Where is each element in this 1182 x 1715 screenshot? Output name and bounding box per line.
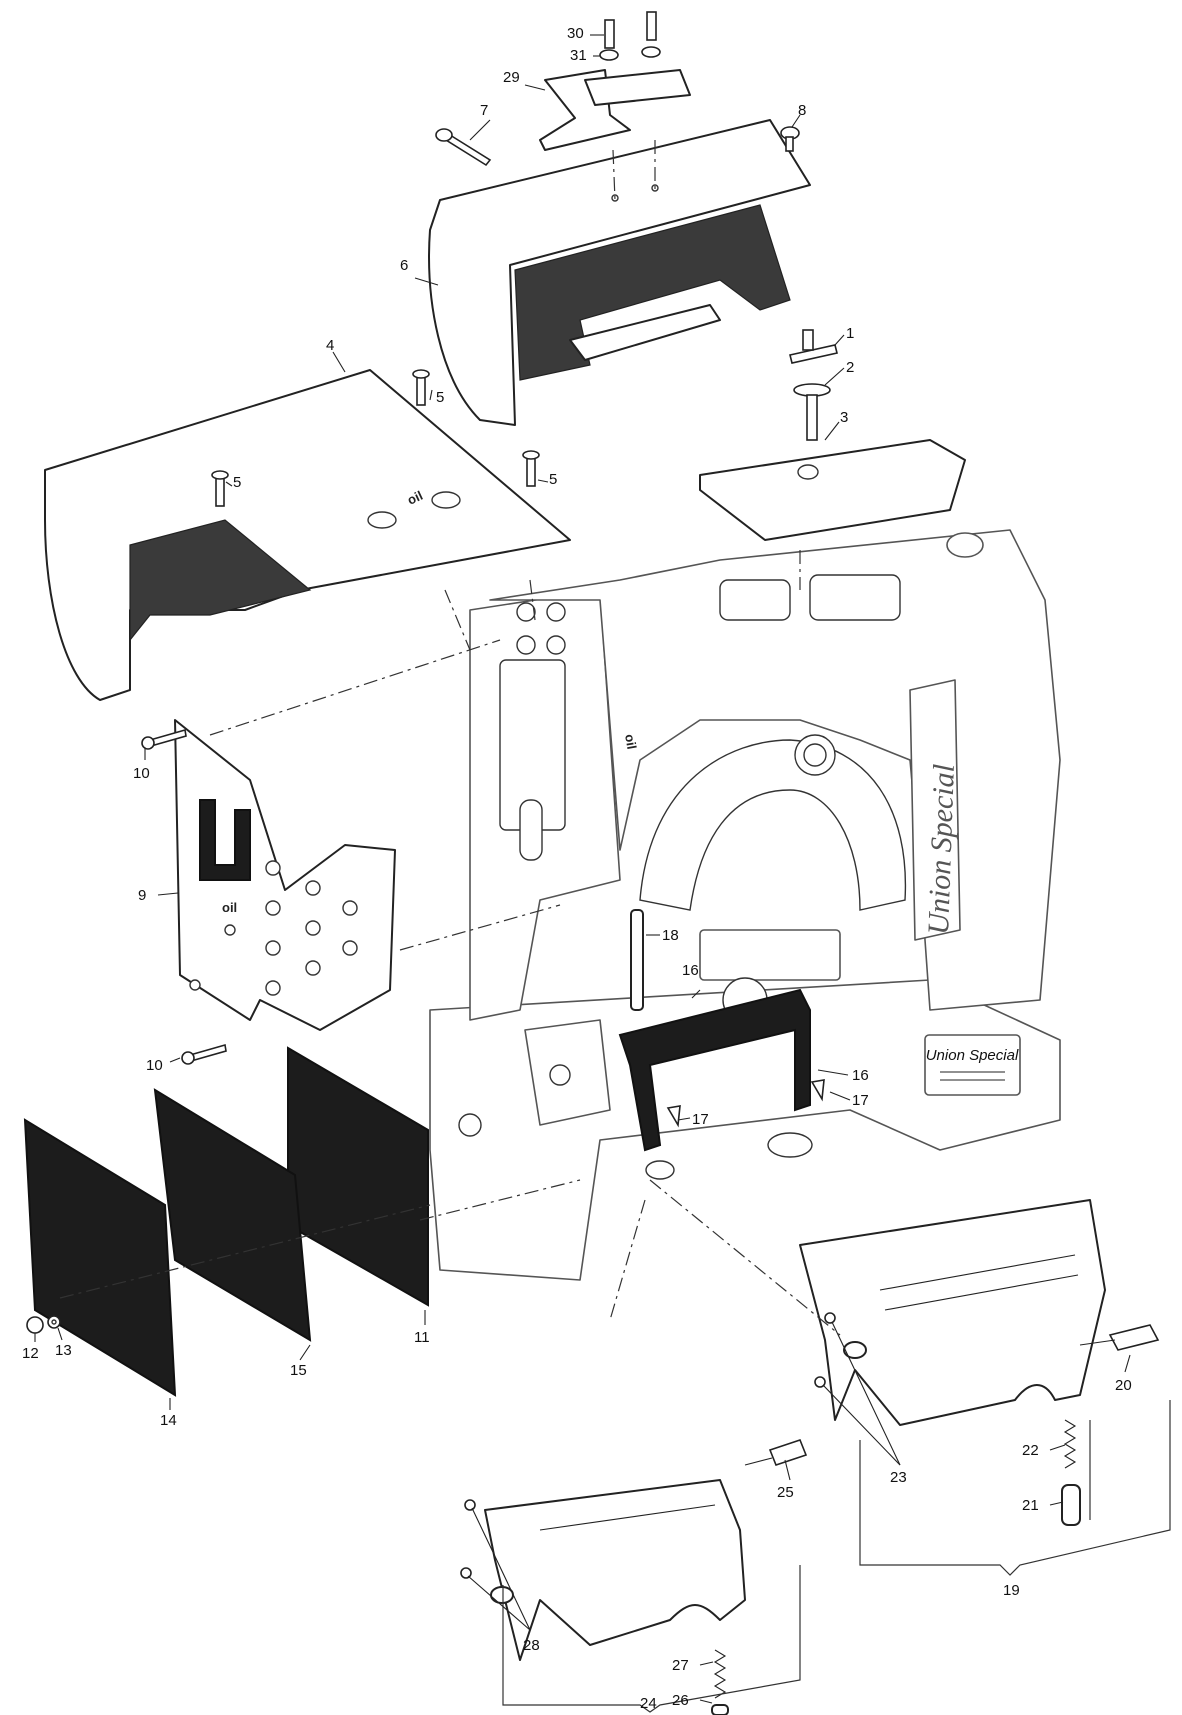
label-part-16b: 16 <box>852 1067 869 1084</box>
part-6-top-cover <box>428 119 811 426</box>
part-labels: 1 2 3 4 5 5 5 6 7 8 9 10 10 11 12 13 14 … <box>22 25 1132 1712</box>
label-part-21: 21 <box>1022 1497 1039 1514</box>
label-part-20: 20 <box>1115 1377 1132 1394</box>
label-part-3: 3 <box>840 409 848 426</box>
label-part-27: 27 <box>672 1657 689 1674</box>
label-part-9: 9 <box>138 887 146 904</box>
part-15-plate <box>153 1088 312 1342</box>
part-24-foot-cover <box>484 1479 746 1661</box>
label-part-2: 2 <box>846 359 854 376</box>
brand-plate-text: Union Special <box>926 1047 1019 1064</box>
label-part-7: 7 <box>480 102 488 119</box>
part-4-side-cover: oil <box>44 369 571 701</box>
label-part-28: 28 <box>523 1637 540 1654</box>
alignment-lines <box>209 140 841 1336</box>
label-part-24: 24 <box>640 1695 657 1712</box>
part-18-pin <box>630 909 644 1011</box>
part-14-plate <box>23 1118 177 1397</box>
label-part-30: 30 <box>567 25 584 42</box>
part-3-top-plate <box>699 439 966 541</box>
leader-lines <box>34 34 1131 1704</box>
label-part-17b: 17 <box>852 1092 869 1109</box>
label-part-25: 25 <box>777 1484 794 1501</box>
label-part-6: 6 <box>400 257 408 274</box>
label-part-31: 31 <box>570 47 587 64</box>
label-part-16a: 16 <box>682 962 699 979</box>
machine-body: Union Special Union Special oil <box>429 529 1061 1281</box>
label-part-23: 23 <box>890 1469 907 1486</box>
label-part-10a: 10 <box>133 765 150 782</box>
label-part-10b: 10 <box>146 1057 163 1074</box>
label-part-1: 1 <box>846 325 854 342</box>
label-part-26: 26 <box>672 1692 689 1709</box>
brand-arm-text: Union Special <box>922 763 961 935</box>
label-part-29: 29 <box>503 69 520 86</box>
part-16-yoke <box>618 988 811 1152</box>
bracket-24 <box>502 1565 801 1713</box>
label-part-11: 11 <box>414 1329 430 1346</box>
label-part-13: 13 <box>55 1342 72 1359</box>
springs-and-plungers <box>711 1419 1081 1715</box>
oil-mark-body: oil <box>622 733 639 751</box>
part-11-plate <box>287 1046 429 1307</box>
oil-mark-side-cover: oil <box>405 488 425 508</box>
part-26-plunger <box>711 1704 729 1715</box>
oil-mark-inner-plate: oil <box>222 900 237 915</box>
label-part-15: 15 <box>290 1362 307 1379</box>
label-part-19: 19 <box>1003 1582 1020 1599</box>
label-part-5c: 5 <box>549 471 557 488</box>
part-9-inner-plate: oil <box>174 719 396 1031</box>
label-part-4: 4 <box>326 337 334 354</box>
label-part-8: 8 <box>798 102 806 119</box>
bracket-19 <box>859 1400 1171 1576</box>
part-21-plunger <box>1061 1484 1081 1526</box>
screws <box>26 11 1160 1579</box>
label-part-5b: 5 <box>233 474 241 491</box>
label-part-22: 22 <box>1022 1442 1039 1459</box>
label-part-18: 18 <box>662 927 679 944</box>
label-part-12: 12 <box>22 1345 39 1362</box>
label-part-5a: 5 <box>436 389 444 406</box>
label-part-17a: 17 <box>692 1111 709 1128</box>
part-19-foot-cover <box>799 1199 1106 1426</box>
label-part-14: 14 <box>160 1412 177 1429</box>
